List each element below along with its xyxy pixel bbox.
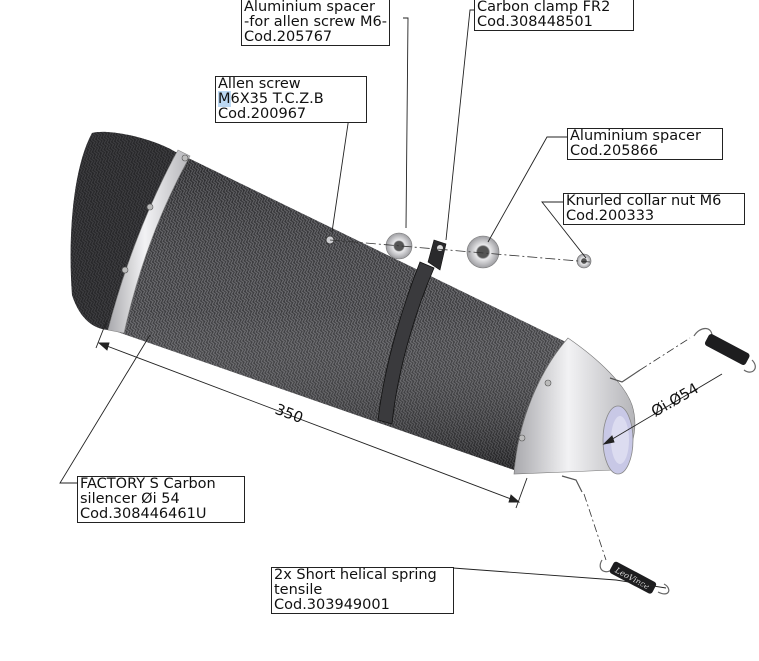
callout-allen-screw: Allen screw M6X35 T.C.Z.B Cod.200967: [215, 76, 367, 123]
callout-line: Cod.200967: [218, 106, 307, 122]
callout-line: silencer Øi 54: [80, 491, 180, 507]
callout-line: tensile: [274, 582, 323, 598]
callout-line: Cod.308448501: [477, 14, 593, 30]
carbon-clamp: [377, 261, 435, 425]
aluminium-spacer-part: [466, 235, 500, 269]
callout-line: Aluminium spacer: [570, 128, 701, 144]
callout-carbon-clamp: Carbon clamp FR2 Cod.308448501: [474, 0, 634, 31]
callout-text: 6X35 T.C.Z.B: [230, 91, 324, 107]
callout-aluminium-spacer: Aluminium spacer Cod.205866: [567, 128, 723, 160]
callout-line: Allen screw: [218, 76, 301, 92]
callout-line: Knurled collar nut M6: [566, 193, 722, 209]
callout-line: Cod.303949001: [274, 597, 390, 613]
callout-knurled-nut: Knurled collar nut M6 Cod.200333: [563, 193, 745, 225]
callout-springs: 2x Short helical spring tensile Cod.3039…: [271, 567, 454, 614]
highlighted-char: M: [218, 91, 231, 107]
assembly-axis: [329, 239, 591, 263]
callout-line: Cod.200333: [566, 208, 655, 224]
diameter-dimension: [602, 373, 723, 445]
spring-upper: [609, 327, 756, 383]
callout-line: Cod.205767: [244, 29, 333, 45]
callout-line: -for allen screw M6-: [244, 14, 387, 30]
callout-line: Aluminium spacer: [244, 0, 375, 15]
callout-line: Cod.308446461U: [80, 506, 207, 522]
length-dimension: [95, 319, 528, 509]
callout-line: Carbon clamp FR2: [477, 0, 611, 15]
callout-line: M6X35 T.C.Z.B: [218, 91, 364, 107]
callout-aluminium-spacer-m6: Aluminium spacer -for allen screw M6- Co…: [241, 0, 390, 46]
callout-line: FACTORY S Carbon: [80, 476, 216, 492]
callout-line: Cod.205866: [570, 143, 659, 159]
aluminium-spacer-m6-part: [385, 232, 413, 260]
callout-line: 2x Short helical spring: [274, 567, 437, 583]
callout-silencer: FACTORY S Carbon silencer Øi 54 Cod.3084…: [77, 476, 245, 523]
